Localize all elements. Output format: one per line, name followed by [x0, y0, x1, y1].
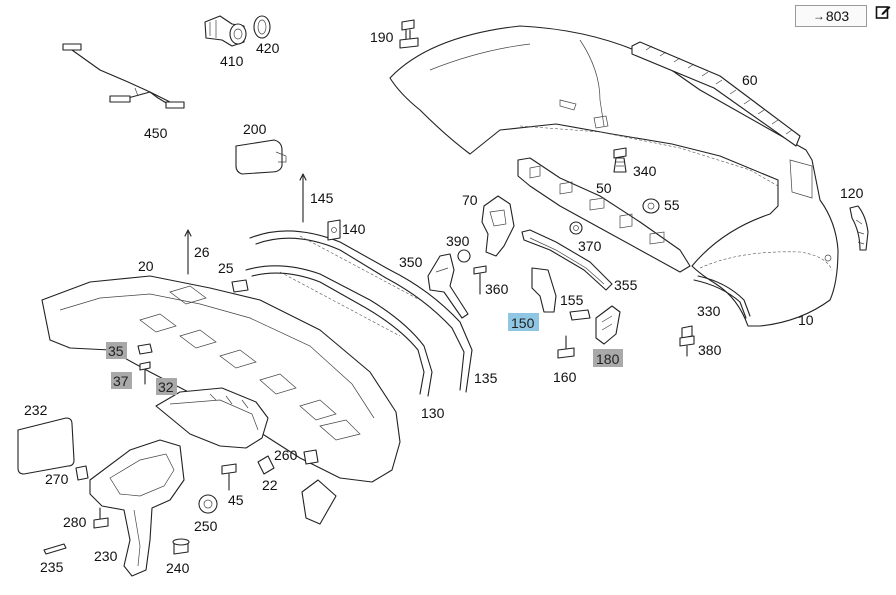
label-37: 37 [113, 373, 129, 389]
callout-150[interactable]: 150 [508, 313, 539, 331]
part-140-clip [327, 219, 341, 241]
label-380[interactable]: 380 [698, 342, 722, 358]
part-150-bracket [531, 267, 557, 313]
label-190[interactable]: 190 [370, 29, 394, 45]
part-340-clip [613, 147, 627, 173]
part-410-sensor [204, 15, 247, 47]
label-25[interactable]: 25 [218, 260, 234, 276]
part-22-clip [257, 455, 275, 475]
part-280-screw [93, 507, 109, 529]
label-390[interactable]: 390 [446, 233, 470, 249]
label-240[interactable]: 240 [166, 560, 190, 576]
part-330-trim [693, 275, 751, 319]
callout-37[interactable]: 37 [111, 372, 132, 389]
label-235[interactable]: 235 [40, 559, 64, 575]
label-130[interactable]: 130 [421, 405, 445, 421]
label-135[interactable]: 135 [474, 370, 498, 386]
part-360-bolt [473, 265, 487, 295]
label-270[interactable]: 270 [45, 471, 69, 487]
label-340[interactable]: 340 [633, 163, 657, 179]
part-60-trim-strip [631, 41, 801, 147]
part-37-screw [139, 361, 151, 385]
part-70-bracket [481, 195, 515, 257]
reference-number: 803 [825, 8, 850, 24]
label-22[interactable]: 22 [262, 477, 278, 493]
label-60[interactable]: 60 [742, 72, 758, 88]
label-250[interactable]: 250 [194, 518, 218, 534]
part-labels: 10 20 22 25 26 45 50 55 60 70 120 130 13… [24, 29, 864, 576]
part-50-bumper-bracket [517, 157, 691, 273]
label-20[interactable]: 20 [138, 258, 154, 274]
part-55-nut [642, 198, 660, 214]
part-155-clip [569, 309, 591, 321]
edit-icon[interactable] [874, 3, 892, 21]
label-450[interactable]: 450 [144, 125, 168, 141]
label-35: 35 [108, 343, 124, 359]
label-200[interactable]: 200 [243, 121, 267, 137]
label-260[interactable]: 260 [274, 447, 298, 463]
label-410[interactable]: 410 [220, 53, 244, 69]
part-355-support [521, 229, 613, 291]
label-330[interactable]: 330 [697, 303, 721, 319]
part-190-clip [399, 19, 419, 49]
label-150: 150 [511, 315, 535, 331]
part-260-clip [303, 449, 319, 465]
label-70[interactable]: 70 [462, 192, 478, 208]
part-10-bumper-cover [389, 25, 839, 327]
label-160[interactable]: 160 [553, 369, 577, 385]
label-370[interactable]: 370 [578, 238, 602, 254]
callout-180[interactable]: 180 [593, 349, 623, 367]
part-450-wiring-harness [62, 43, 185, 109]
label-420[interactable]: 420 [256, 40, 280, 56]
part-20-lower-diffuser [41, 275, 401, 483]
part-420-ring [253, 15, 271, 39]
part-235-strip [43, 543, 67, 555]
label-140[interactable]: 140 [342, 221, 366, 237]
part-26-rod [184, 229, 192, 275]
label-50[interactable]: 50 [596, 180, 612, 196]
label-145[interactable]: 145 [310, 190, 334, 206]
label-280[interactable]: 280 [63, 514, 87, 530]
label-355[interactable]: 355 [614, 277, 638, 293]
reference-link-803[interactable]: → 803 [795, 5, 867, 27]
part-145-rod [299, 173, 307, 223]
part-135-trim-strip [249, 230, 473, 393]
part-232-panel [17, 417, 75, 475]
part-230-bracket [89, 439, 185, 577]
part-380-clip [679, 325, 695, 357]
label-350[interactable]: 350 [399, 254, 423, 270]
label-26[interactable]: 26 [194, 244, 210, 260]
part-200-cover [235, 139, 287, 175]
label-55[interactable]: 55 [664, 197, 680, 213]
part-350-bracket [427, 253, 469, 319]
part-240-bolt [172, 538, 190, 555]
part-20-end-cap [301, 479, 337, 525]
callout-32[interactable]: 32 [156, 378, 177, 395]
part-390-nut [457, 249, 471, 263]
part-35-clip [137, 343, 153, 355]
part-120-side-bracket [849, 205, 869, 251]
label-10[interactable]: 10 [798, 312, 814, 328]
part-45-screw [221, 463, 237, 491]
label-32: 32 [158, 379, 174, 395]
part-32-panel [155, 387, 269, 449]
part-370-nut [569, 221, 583, 235]
label-120[interactable]: 120 [840, 185, 864, 201]
part-160-bolt [557, 335, 575, 359]
part-270-clip [75, 465, 89, 481]
part-25-clip [231, 279, 249, 293]
part-180-bracket [595, 305, 621, 345]
arrow-right-icon: → [812, 9, 825, 23]
label-232[interactable]: 232 [24, 402, 48, 418]
label-180: 180 [596, 351, 620, 367]
label-45[interactable]: 45 [228, 492, 244, 508]
label-230[interactable]: 230 [94, 548, 118, 564]
part-130-trim-strip [245, 265, 433, 397]
callout-35[interactable]: 35 [106, 342, 127, 359]
label-360[interactable]: 360 [485, 281, 509, 297]
label-155[interactable]: 155 [560, 292, 584, 308]
part-250-nut [198, 494, 218, 514]
